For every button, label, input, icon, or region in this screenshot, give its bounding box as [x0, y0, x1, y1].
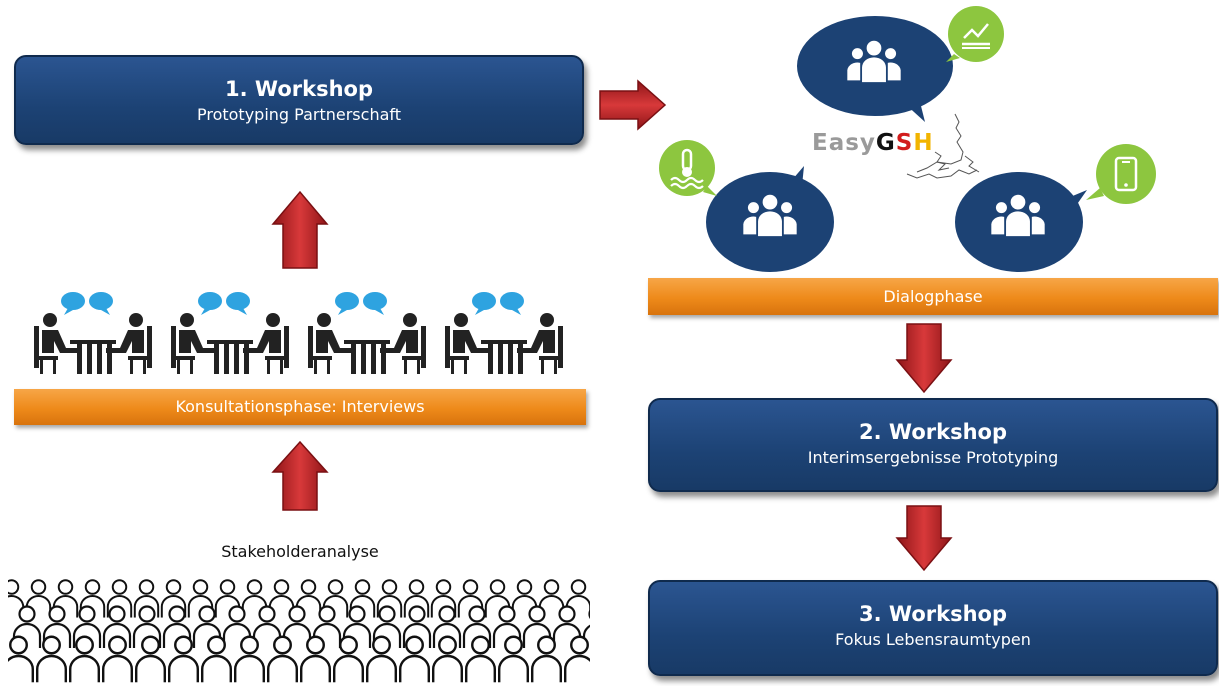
people-group-icon	[990, 192, 1046, 238]
dialog-phase-bar: Dialogphase	[648, 278, 1218, 315]
workshop-1-box: 1. Workshop Prototyping Partnerschaft	[14, 55, 584, 145]
workshop-2-title: 2. Workshop	[859, 420, 1007, 444]
interview-table-icon	[165, 288, 295, 378]
interview-table-icon	[439, 288, 569, 378]
people-group-icon	[742, 192, 798, 238]
stakeholder-label: Stakeholderanalyse	[221, 542, 379, 561]
logo-gsh: GSH	[875, 130, 934, 156]
interview-table-icon	[302, 288, 432, 378]
workshop-3-subtitle: Fokus Lebensraumtypen	[835, 630, 1031, 649]
crowd-icon	[8, 578, 590, 686]
arrow-down-icon	[895, 505, 953, 572]
arrow-right-icon	[599, 79, 667, 131]
consultation-phase-bar: Konsultationsphase: Interviews	[14, 389, 586, 425]
line-chart-icon	[946, 6, 1004, 62]
smartphone-icon	[1086, 144, 1156, 204]
workshop-3-title: 3. Workshop	[859, 602, 1007, 626]
workshop-1-title: 1. Workshop	[225, 77, 373, 101]
workshop-2-box: 2. Workshop Interimsergebnisse Prototypi…	[648, 398, 1218, 492]
thermometer-water-icon	[659, 140, 717, 196]
consultation-phase-label: Konsultationsphase: Interviews	[175, 397, 425, 416]
arrow-up-icon	[271, 440, 329, 511]
arrow-up-icon	[271, 190, 329, 269]
workshop-3-box: 3. Workshop Fokus Lebensraumtypen	[648, 580, 1218, 676]
logo-easy: Easy	[812, 130, 876, 156]
arrow-down-icon	[895, 323, 953, 394]
workshop-1-subtitle: Prototyping Partnerschaft	[196, 105, 402, 124]
workshop-2-subtitle: Interimsergebnisse Prototyping	[807, 448, 1059, 467]
coastline-map-icon	[906, 113, 980, 179]
dialog-phase-label: Dialogphase	[883, 287, 983, 306]
easygsh-logo: EasyGSH	[812, 130, 934, 156]
people-group-icon	[846, 38, 902, 84]
interview-table-icon	[28, 288, 158, 378]
